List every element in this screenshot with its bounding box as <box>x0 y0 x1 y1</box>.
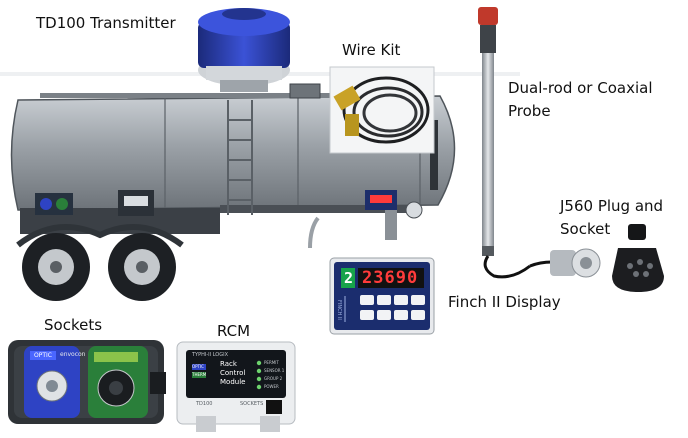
j560-label-line1: J560 Plug and <box>560 197 664 215</box>
rcm-label: RCM <box>217 322 251 340</box>
wire-kit-label: Wire Kit <box>342 41 401 59</box>
rcm-title-3: Module <box>220 378 246 386</box>
td100-transmitter-device <box>198 8 290 92</box>
j560-plug-socket-device <box>529 224 664 292</box>
finch-side-text: FINCH II <box>336 300 342 320</box>
finch-channel-readout: 2 <box>344 269 354 287</box>
j560-label-line2: Socket <box>560 220 611 238</box>
sockets-device <box>8 340 166 424</box>
wheel-rear <box>108 233 176 301</box>
wire-kit-image <box>329 66 435 154</box>
ladder <box>227 100 253 215</box>
qr-code <box>266 400 282 414</box>
probe-label-line1: Dual-rod or Coaxial <box>508 79 653 97</box>
finch-value-readout: 23690 <box>362 268 419 288</box>
rcm-footer-left: TD100 <box>196 401 213 407</box>
sockets-brand: envocon <box>60 351 86 358</box>
rcm-badge-optic: OPTIC <box>192 364 204 369</box>
rcm-led-2: SENSOR 1 <box>264 368 285 373</box>
probe-label-line2: Probe <box>508 102 551 120</box>
finch-keypad <box>360 295 425 320</box>
rcm-led-3: GROUP 2 <box>264 376 283 381</box>
rcm-led-1: PERMIT <box>264 360 279 365</box>
rcm-title-1: Rack <box>220 360 237 368</box>
rcm-title-2: Control <box>220 369 246 377</box>
sockets-label: Sockets <box>44 316 103 334</box>
gauge <box>405 201 423 219</box>
td100-transmitter-label: TD100 Transmitter <box>36 14 176 32</box>
wheel-front <box>22 233 90 301</box>
rcm-footer-right: SOCKETS <box>240 401 264 407</box>
finch-display-device <box>329 257 435 335</box>
rcm-brand: TYPHI-II LOGIX <box>192 352 229 358</box>
probe-device <box>478 7 531 279</box>
finch-display-label: Finch II Display <box>448 293 561 311</box>
sockets-optic-badge: OPTIC <box>30 351 56 360</box>
rcm-led-4: POWER <box>264 384 279 389</box>
rcm-device <box>176 341 296 432</box>
rcm-badge-therm: THERM <box>192 372 207 377</box>
